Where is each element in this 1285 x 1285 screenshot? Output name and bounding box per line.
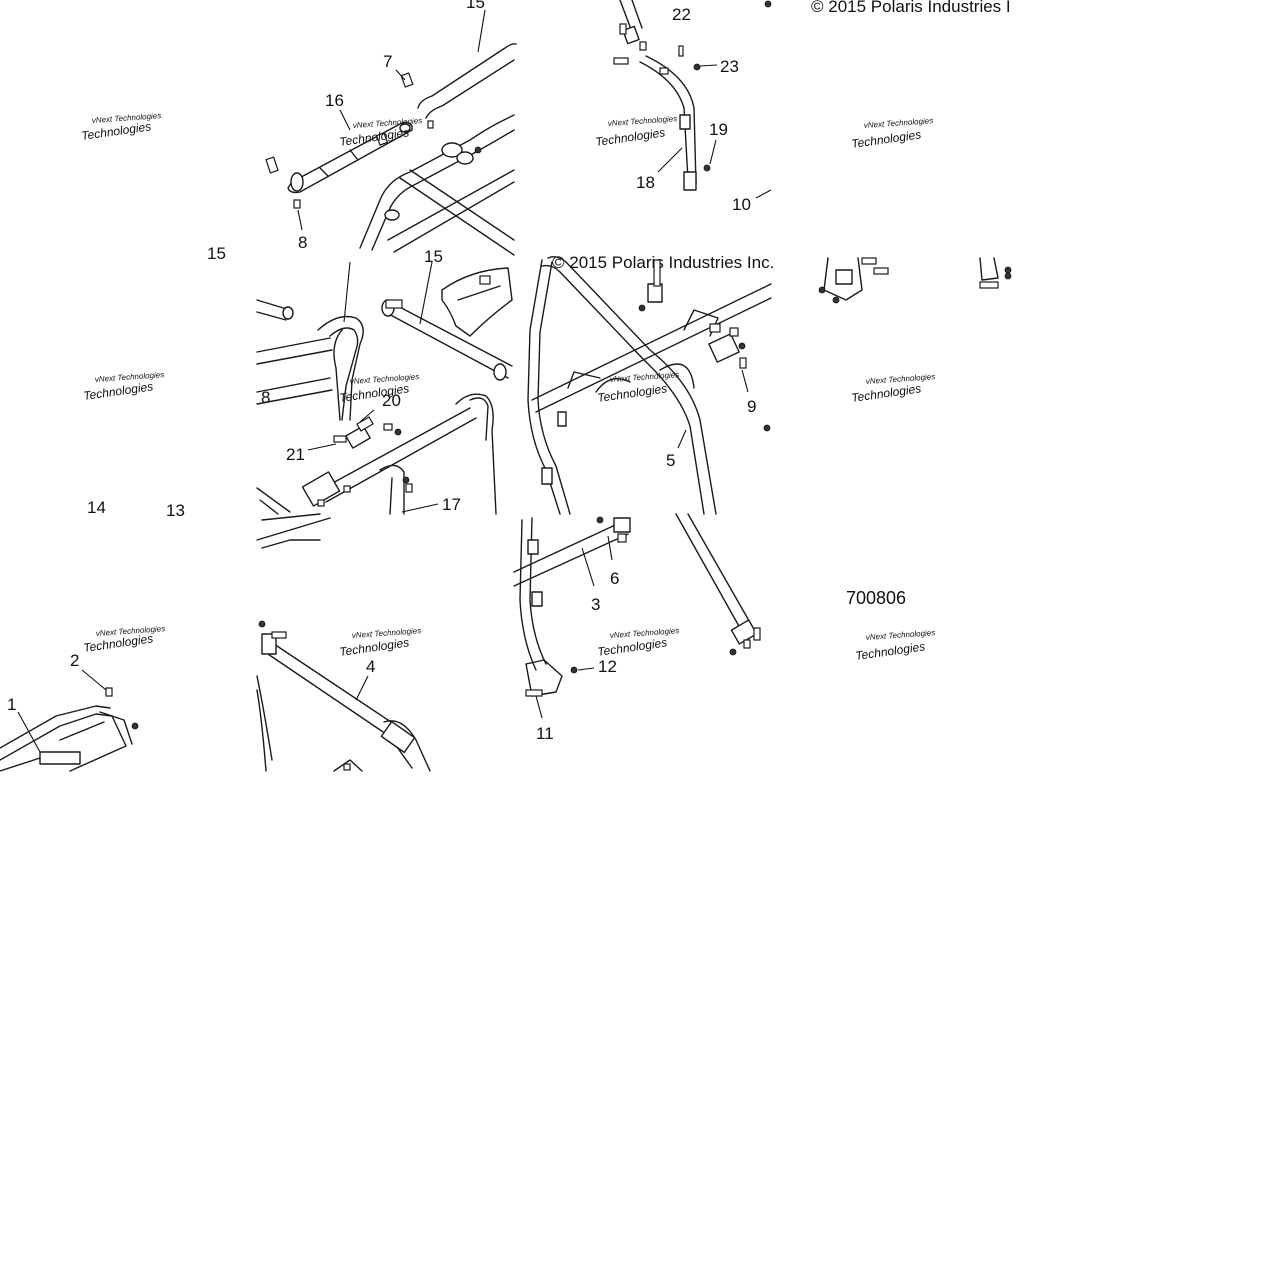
callout-13: 13 <box>166 501 185 520</box>
callout-8: 8 <box>261 388 270 407</box>
callout-15: 15 <box>207 244 226 263</box>
dash-panel-1 <box>0 705 133 772</box>
callout-11: 11 <box>536 724 554 743</box>
callout-9: 9 <box>747 397 756 416</box>
callout-3: 3 <box>591 595 600 614</box>
watermark-text: vNext Technologies <box>610 370 680 384</box>
watermark-tile-5: Technologies vNext Technologies <box>82 370 164 403</box>
callout-18: 18 <box>636 173 655 192</box>
watermark-ghost: Technologies <box>338 635 410 659</box>
callout-23: 23 <box>720 57 739 76</box>
callout-8: 8 <box>298 233 307 252</box>
hardware-bolts-tile2 <box>265 72 482 209</box>
watermark-text: vNext Technologies <box>864 116 934 130</box>
watermark-tile-8: Technologies vNext Technologies <box>850 372 935 405</box>
watermark-tile-6: Technologies vNext Technologies <box>338 372 419 405</box>
callout-17: 17 <box>442 495 461 514</box>
callout-1: 1 <box>7 695 16 714</box>
copyright-notice: © 2015 Polaris Industries I <box>811 0 1011 16</box>
mount-brackets-tile8 <box>818 257 1012 304</box>
copyright-notice: © 2015 Polaris Industries Inc. <box>552 253 774 272</box>
watermark-tile-3: Technologies vNext Technologies <box>594 114 677 149</box>
callout-12: 12 <box>598 657 617 676</box>
watermark-tile-7: Technologies vNext Technologies <box>596 370 679 405</box>
callout-7: 7 <box>383 52 392 71</box>
hardware-bolts-tile9 <box>105 687 139 730</box>
figure-number: 700806 <box>846 588 906 608</box>
cab-frame-rear-upper <box>359 43 517 256</box>
callout-14: 14 <box>87 498 106 517</box>
hardware-bolts-tile7 <box>638 259 771 432</box>
callout-2: 2 <box>70 651 79 670</box>
watermark-tile-9: Technologies vNext Technologies <box>82 624 165 655</box>
watermark-ghost: Technologies <box>850 127 922 151</box>
callout-4: 4 <box>366 657 375 676</box>
callout-15: 15 <box>466 0 485 12</box>
watermark-tile-11: Technologies vNext Technologies <box>596 626 679 659</box>
watermark-ghost: Technologies <box>82 379 154 403</box>
watermark-tile-1: Technologies vNext Technologies <box>80 111 161 143</box>
watermark-ghost: Technologies <box>596 635 668 659</box>
hardware-bolts-tile3 <box>613 0 772 172</box>
grab-handle-16 <box>287 121 413 194</box>
watermark-tile-4: Technologies vNext Technologies <box>850 116 933 151</box>
callout-22: 22 <box>672 5 691 24</box>
callout-15: 15 <box>424 247 443 266</box>
watermark-ghost: Technologies <box>594 125 666 149</box>
support-brace-18 <box>619 0 697 191</box>
cab-frame-front <box>527 255 772 515</box>
watermark-ghost: Technologies <box>850 381 922 405</box>
callout-19: 19 <box>709 120 728 139</box>
callout-6: 6 <box>610 569 619 588</box>
cab-frame-mid <box>256 267 513 515</box>
callout-10: 10 <box>732 195 751 214</box>
callout-16: 16 <box>325 91 344 110</box>
hardware-bolts-tile11 <box>525 516 761 697</box>
watermark-ghost: Technologies <box>854 639 926 663</box>
watermark-tile-12: Technologies vNext Technologies <box>854 628 935 663</box>
callout-20: 20 <box>382 391 401 410</box>
watermark-tile-10: Technologies vNext Technologies <box>338 626 421 659</box>
watermark-ghost: Technologies <box>596 381 668 405</box>
callout-21: 21 <box>286 445 305 464</box>
hardware-bolts-tile6 <box>317 275 491 507</box>
front-pillar-3 <box>513 513 758 697</box>
watermark-text: vNext Technologies <box>866 628 936 642</box>
watermark-text: vNext Technologies <box>608 114 678 128</box>
callout-5: 5 <box>666 451 675 470</box>
hardware-bolts-tile10 <box>258 620 351 771</box>
brace-tube-4 <box>256 513 431 772</box>
